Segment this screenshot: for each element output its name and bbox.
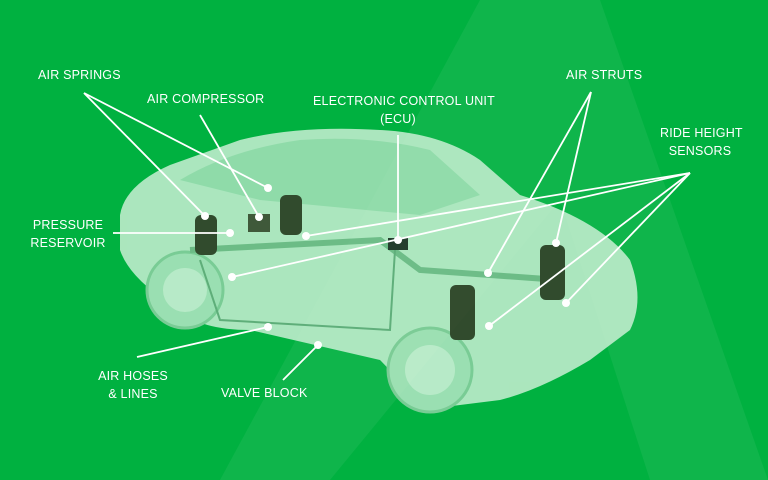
leader-dots: [201, 184, 570, 349]
label-hoses-line2: & LINES: [108, 387, 158, 401]
label-pressure-line2: RESERVOIR: [30, 236, 106, 250]
label-ecu-line2: (ECU): [380, 112, 416, 126]
label-air-hoses: AIR HOSES & LINES: [98, 367, 168, 403]
label-air-struts: AIR STRUTS: [566, 68, 643, 82]
label-pressure-line1: PRESSURE: [32, 218, 104, 232]
label-air-compressor: AIR COMPRESSOR: [147, 92, 265, 106]
label-ecu-line1: ELECTRONIC CONTROL UNIT: [313, 94, 495, 108]
label-ecu: ELECTRONIC CONTROL UNIT (ECU): [313, 92, 495, 128]
label-ride-height-line1: RIDE HEIGHT: [660, 126, 743, 140]
label-pressure-reservoir: PRESSURE RESERVOIR: [30, 216, 106, 252]
label-ride-height-line2: SENSORS: [668, 144, 732, 158]
leader-lines: [83, 91, 691, 381]
label-ride-height-sensors: RIDE HEIGHT SENSORS: [660, 124, 743, 160]
label-air-springs: AIR SPRINGS: [38, 68, 121, 82]
label-hoses-line1: AIR HOSES: [98, 369, 168, 383]
label-valve-block: VALVE BLOCK: [221, 386, 308, 400]
